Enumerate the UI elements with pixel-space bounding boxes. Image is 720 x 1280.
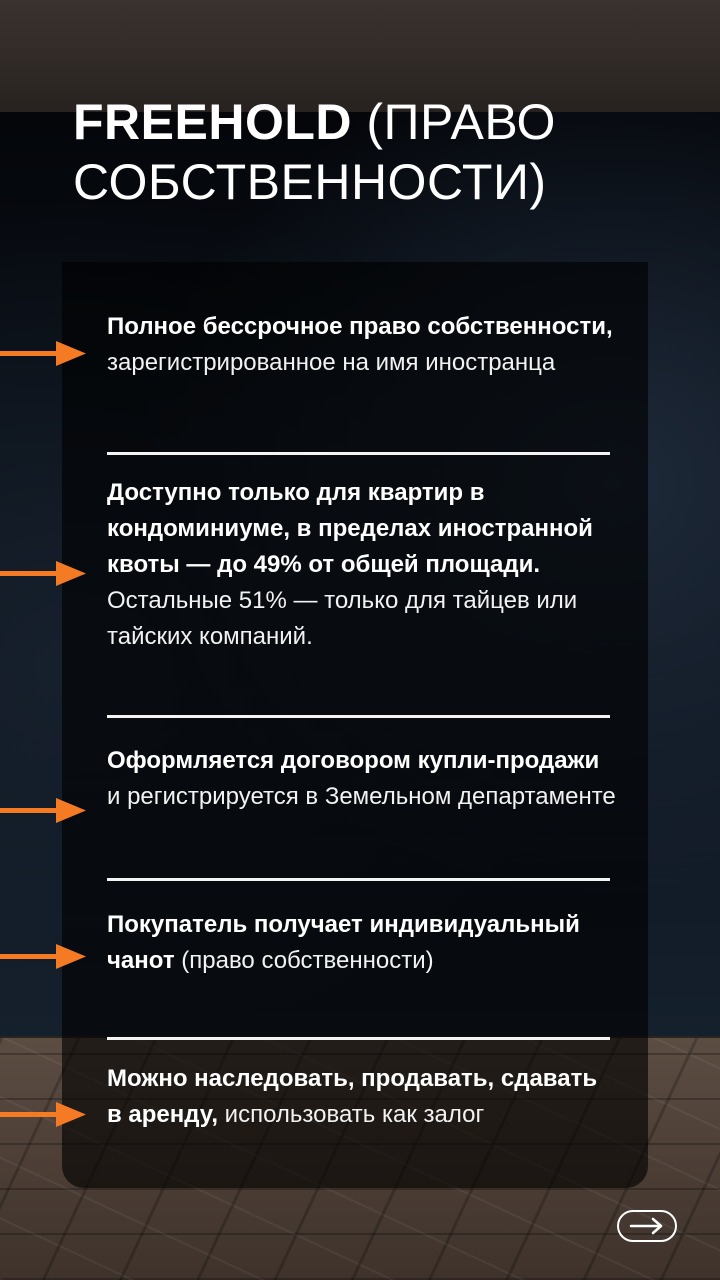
arrow-right-icon [0,561,86,586]
divider-1 [107,452,610,455]
list-item-1: Полное бессрочное право собственности, з… [107,309,617,381]
item-4-bold: Покупатель получает индивидуальный чанот [107,911,580,974]
arrow-right-icon [629,1217,663,1235]
item-3-regular: и регистрируется в Земельном департамент… [107,783,616,810]
item-1-regular: зарегистрированное на имя иностранца [107,349,556,376]
item-5-regular: использовать как залог [218,1101,485,1128]
divider-2 [107,715,610,718]
arrow-right-icon [0,341,86,366]
title-regular-1: (ПРАВО [352,94,556,150]
page-title: FREEHOLD (ПРАВО СОБСТВЕННОСТИ) [73,92,693,212]
item-2-regular: Остальные 51% — только для тайцев или та… [107,587,578,650]
item-3-bold: Оформляется договором купли-продажи [107,747,600,774]
divider-4 [107,1037,610,1040]
item-2-bold: Доступно только для квартир в кондоминиу… [107,479,593,578]
arrow-right-icon [0,1102,86,1127]
arrow-right-icon [0,944,86,969]
item-5-bold: Можно наследовать, продавать, сдавать в … [107,1065,598,1128]
background-ceiling [0,0,720,112]
next-slide-button[interactable] [617,1210,677,1242]
list-item-2: Доступно только для квартир в кондоминиу… [107,475,617,655]
list-item-5: Можно наследовать, продавать, сдавать в … [107,1061,617,1133]
title-bold: FREEHOLD [73,94,352,150]
item-4-regular: (право собственности) [174,947,434,974]
list-item-3: Оформляется договором купли-продажи и ре… [107,743,617,815]
list-item-4: Покупатель получает индивидуальный чанот… [107,907,617,979]
arrow-right-icon [0,798,86,823]
item-1-bold: Полное бессрочное право собственности, [107,313,613,340]
divider-3 [107,878,610,881]
content-panel [62,262,648,1188]
title-regular-2: СОБСТВЕННОСТИ) [73,154,547,210]
